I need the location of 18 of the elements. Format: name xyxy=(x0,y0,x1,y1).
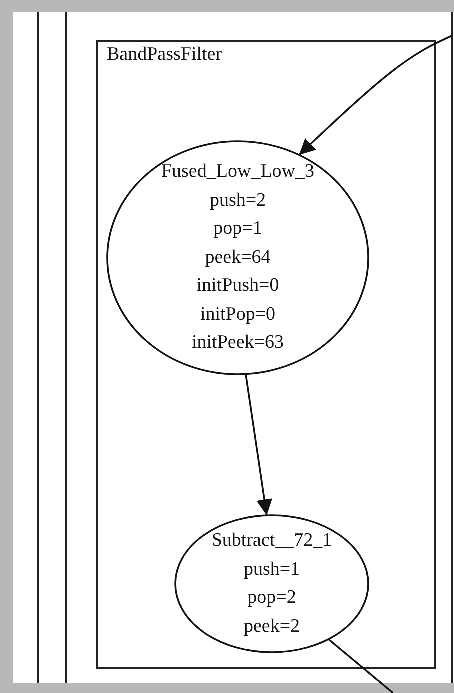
rate-label: push=2 xyxy=(210,188,266,213)
connector-line xyxy=(328,638,394,693)
rate-label: peek=64 xyxy=(205,246,271,270)
arrow xyxy=(298,35,452,156)
filter-ellipse xyxy=(174,514,370,654)
rate-label: initPop=0 xyxy=(200,302,276,327)
cluster-box xyxy=(96,40,436,669)
node-name: Fused_Low_Low_3 xyxy=(161,160,315,184)
cluster-title: BandPassFilter xyxy=(107,44,222,66)
rate-label: peek=2 xyxy=(244,614,300,638)
arrow xyxy=(245,374,273,516)
rate-label: push=1 xyxy=(244,558,300,582)
rate-label: pop=1 xyxy=(214,217,262,242)
rate-label: initPush=0 xyxy=(196,274,280,298)
rate-label: initPeek=63 xyxy=(192,331,284,356)
rate-label: pop=2 xyxy=(248,586,296,610)
filter-ellipse xyxy=(106,140,370,376)
node-name: Subtract__72_1 xyxy=(212,529,332,553)
